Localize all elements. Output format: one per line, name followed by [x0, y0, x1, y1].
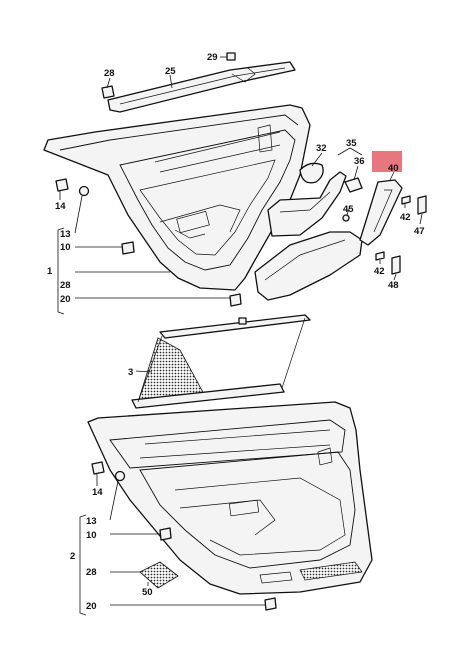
- clip-10b: [159, 527, 172, 541]
- label-25: 25: [165, 66, 176, 77]
- screw-42a: [401, 195, 411, 205]
- label-35: 35: [346, 138, 357, 149]
- clip-14a: [55, 178, 69, 192]
- label-13-top: 13: [60, 229, 71, 240]
- screw-29: [220, 52, 236, 61]
- upper-trim-strip: [107, 61, 296, 113]
- label-28-mid: 28: [60, 280, 71, 291]
- label-1: 1: [47, 266, 53, 277]
- label-50: 50: [142, 587, 153, 598]
- door-trim-panel-upper: [43, 104, 311, 291]
- label-20-top: 20: [60, 294, 71, 305]
- label-32: 32: [316, 143, 327, 154]
- cap-48: [391, 255, 401, 275]
- grab-handle-35: [267, 171, 347, 237]
- label-45: 45: [343, 204, 354, 215]
- clip-20a: [229, 293, 242, 307]
- label-20-bottom: 20: [86, 601, 97, 612]
- bracket-36: [344, 177, 363, 193]
- label-42-top: 42: [400, 212, 411, 223]
- callout-labels: 29 28 25 32 35 36 40 14 13 10 1 28 20 45…: [47, 52, 425, 612]
- clip-13a: [78, 185, 90, 197]
- label-47: 47: [414, 226, 425, 237]
- sunshade-3: [131, 314, 311, 409]
- label-40: 40: [388, 163, 399, 174]
- cap-47: [417, 195, 427, 215]
- label-48: 48: [388, 280, 399, 291]
- label-29: 29: [207, 52, 218, 63]
- speaker-grille-50: [139, 561, 179, 589]
- armrest: [254, 231, 363, 301]
- label-14-top: 14: [55, 201, 66, 212]
- screw-45: [342, 214, 350, 222]
- label-10-bottom: 10: [86, 530, 97, 541]
- clip-13b: [114, 470, 126, 482]
- clip-28-top: [101, 85, 115, 99]
- pull-handle-40: [359, 179, 403, 246]
- label-42-bottom: 42: [374, 266, 385, 277]
- leader-lines: [57, 74, 423, 616]
- label-28-bottom: 28: [86, 567, 97, 578]
- cover-32: [299, 162, 324, 184]
- label-28-top: 28: [104, 68, 115, 79]
- label-14-bottom: 14: [92, 487, 103, 498]
- clip-14b: [91, 461, 105, 475]
- label-10-top: 10: [60, 242, 71, 253]
- clip-20b: [264, 597, 277, 611]
- door-trim-panel-lower: [87, 401, 373, 595]
- label-36: 36: [354, 156, 365, 167]
- label-2: 2: [70, 551, 75, 562]
- screw-42b: [375, 251, 385, 261]
- label-13-bottom: 13: [86, 516, 97, 527]
- clip-10a: [121, 241, 135, 255]
- label-3: 3: [128, 367, 133, 378]
- highlight-40: [372, 151, 402, 172]
